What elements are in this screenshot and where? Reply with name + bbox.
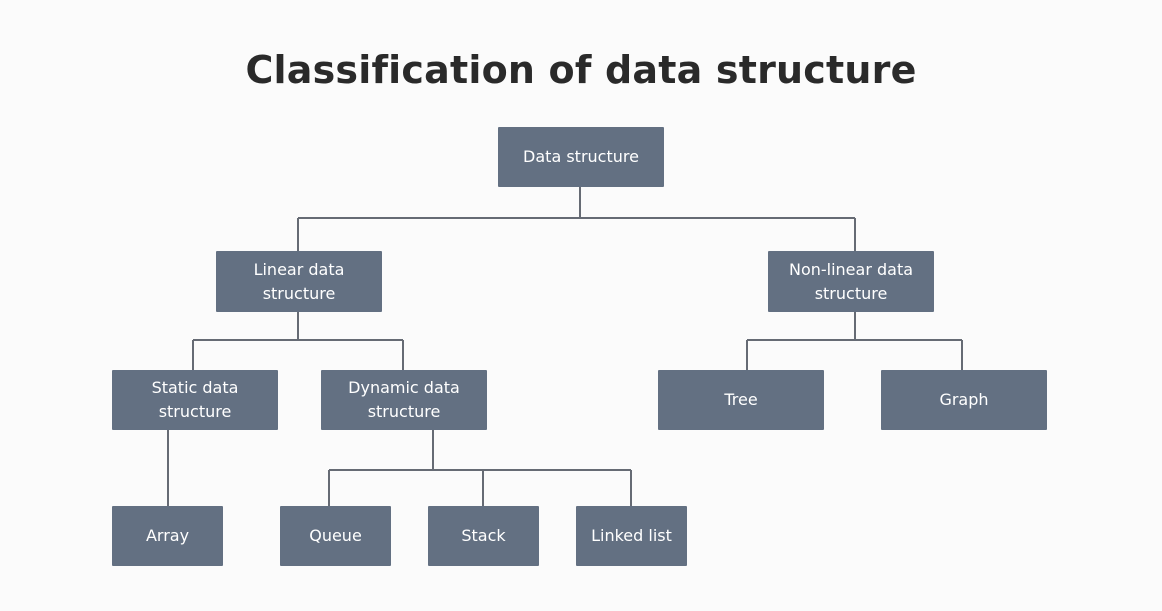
node-linked-list: Linked list: [576, 506, 687, 566]
node-non-linear-data-structure: Non-linear data structure: [768, 251, 934, 312]
page-title: Classification of data structure: [245, 48, 917, 92]
node-data-structure: Data structure: [498, 127, 664, 187]
node-static-data-structure: Static data structure: [112, 370, 278, 430]
node-linear-data-structure: Linear data structure: [216, 251, 382, 312]
node-dynamic-data-structure: Dynamic data structure: [321, 370, 487, 430]
node-graph: Graph: [881, 370, 1047, 430]
node-tree: Tree: [658, 370, 824, 430]
connector-linear-to-children: [192, 312, 404, 370]
connector-dynamic-to-children: [328, 430, 632, 506]
node-stack: Stack: [428, 506, 539, 566]
node-array: Array: [112, 506, 223, 566]
connector-root-to-children: [297, 187, 856, 251]
connector-nonlinear-to-children: [746, 312, 963, 370]
node-queue: Queue: [280, 506, 391, 566]
